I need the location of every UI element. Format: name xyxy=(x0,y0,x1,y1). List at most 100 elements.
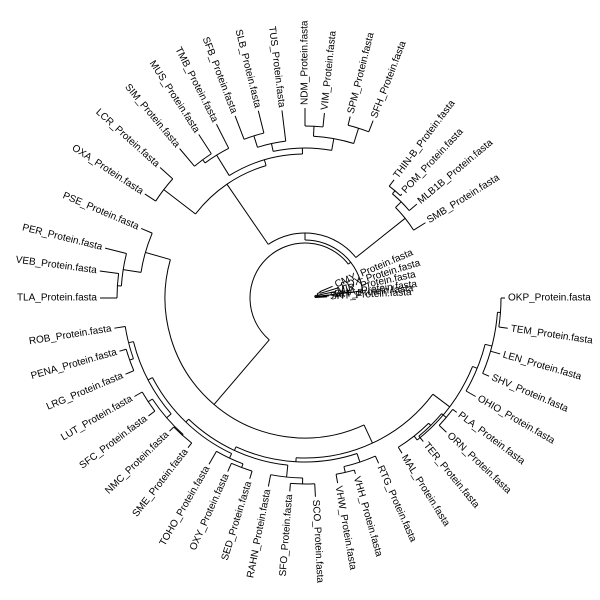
branch-radial xyxy=(428,422,432,426)
branch-radial xyxy=(208,451,217,465)
branch-radial xyxy=(281,110,287,142)
branch-radial xyxy=(392,190,396,195)
branch-arc xyxy=(257,140,286,148)
branch-radial xyxy=(99,270,119,274)
leaf-label-per: PER_Protein.fasta xyxy=(21,222,104,253)
leaf-label-sco: SCO_Protein.fasta xyxy=(310,499,325,583)
branch-radial xyxy=(216,154,230,176)
branch-radial xyxy=(388,179,395,187)
branch-radial xyxy=(363,424,373,444)
branch-radial xyxy=(490,350,501,355)
branch-arc xyxy=(270,474,303,479)
branch-radial xyxy=(145,251,171,261)
branch-radial xyxy=(119,348,127,352)
branch-radial xyxy=(166,413,172,419)
branch-radial xyxy=(438,424,447,433)
branch-radial xyxy=(179,148,195,167)
branch-radial xyxy=(397,446,403,454)
branch-radial xyxy=(249,470,253,479)
branch-radial xyxy=(182,434,184,436)
branch-radial xyxy=(257,110,265,134)
branch-radial xyxy=(355,217,406,258)
branch-radial xyxy=(253,135,258,148)
leaf-label-ndm: NDM_Protein.fasta xyxy=(300,20,311,105)
branch-radial xyxy=(441,413,447,418)
branch-radial xyxy=(125,370,134,375)
branch-radial xyxy=(374,455,380,464)
branch-radial xyxy=(263,159,267,166)
branch-radial xyxy=(314,290,363,298)
branch-radial xyxy=(267,474,272,487)
branch-radial xyxy=(226,183,269,245)
leaf-label-spm: SPM_Protein.fasta xyxy=(346,31,377,115)
branch-radial xyxy=(413,435,418,441)
branch-arc xyxy=(164,259,365,439)
branch-radial xyxy=(234,115,245,140)
branch-radial xyxy=(465,390,476,397)
branch-radial xyxy=(368,120,374,132)
leaf-label-sfh: SFH_Protein.fasta xyxy=(369,39,409,120)
branch-radial xyxy=(408,203,418,211)
branch-radial xyxy=(312,126,315,137)
branch-arc xyxy=(249,242,349,341)
leaf-label-tus: TUS_Protein.fasta xyxy=(266,26,287,109)
branch-radial xyxy=(140,227,153,234)
branch-radial xyxy=(147,377,153,381)
branch-radial xyxy=(400,193,403,196)
branch-radial xyxy=(317,291,335,296)
leaf-label-vhh: VHH_Protein.fasta xyxy=(351,475,385,558)
branch-radial xyxy=(123,269,142,273)
leaf-label-rob: ROB_Protein.fasta xyxy=(28,323,113,347)
branch-radial xyxy=(129,358,134,361)
branch-radial xyxy=(320,287,339,294)
leaf-label-tem: TEM_Protein.fasta xyxy=(510,323,594,346)
branch-arc xyxy=(482,312,498,374)
branch-radial xyxy=(289,483,291,492)
branch-radial xyxy=(432,393,450,408)
leaf-label-okp: OKP_Protein.fasta xyxy=(508,293,591,304)
branch-arc xyxy=(216,450,244,465)
leaf-label-slb: SLB_Protein.fasta xyxy=(233,28,263,109)
leaf-label-sfo: SFO_Protein.fasta xyxy=(278,494,295,577)
branch-radial xyxy=(241,463,244,468)
tree-branches xyxy=(99,108,508,497)
branch-radial xyxy=(418,435,424,442)
branch-radial xyxy=(356,453,361,463)
branch-arc xyxy=(132,341,172,415)
leaf-label-len: LEN_Protein.fasta xyxy=(501,350,582,383)
branch-radial xyxy=(169,426,175,432)
branch-radial xyxy=(347,116,351,126)
branch-radial xyxy=(114,325,126,329)
branch-radial xyxy=(227,463,232,472)
branch-radial xyxy=(163,189,196,215)
branch-radial xyxy=(270,143,274,152)
branch-radial xyxy=(128,341,134,344)
branch-radial xyxy=(472,365,478,369)
branch-radial xyxy=(286,465,289,478)
branch-radial xyxy=(498,326,508,329)
branch-radial xyxy=(331,138,335,151)
branch-radial xyxy=(144,193,156,202)
branch-radial xyxy=(187,442,193,449)
branch-radial xyxy=(314,296,327,298)
branch-arc xyxy=(304,239,364,291)
branch-radial xyxy=(343,466,346,473)
branch-radial xyxy=(134,391,143,397)
branch-radial xyxy=(229,453,233,459)
branch-arc xyxy=(243,132,264,140)
leaf-label-vhw: VHW_Protein.fasta xyxy=(333,485,359,571)
branch-radial xyxy=(413,222,426,231)
branch-radial xyxy=(148,410,156,417)
branch-radial xyxy=(104,247,127,254)
branch-radial xyxy=(353,128,360,144)
branch-radial xyxy=(314,294,318,297)
branch-radial xyxy=(147,398,153,403)
branch-arc xyxy=(267,232,357,258)
leaf-label-rahn: RAHN_Protein.fasta xyxy=(245,488,273,579)
branch-radial xyxy=(317,292,321,295)
branch-radial xyxy=(348,261,352,265)
branch-radial xyxy=(185,418,189,423)
branch-arc xyxy=(188,418,288,466)
branch-radial xyxy=(395,201,402,208)
